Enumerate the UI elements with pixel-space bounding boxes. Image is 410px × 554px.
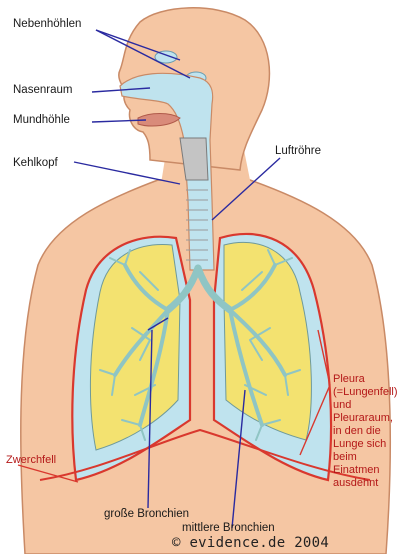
copyright-footer: © evidence.de 2004 [172,537,329,550]
label-nasenraum: Nasenraum [13,84,72,97]
pleura-line: Lunge sich [333,438,408,451]
label-grosse-bronchien: große Bronchien [104,508,189,521]
label-pleura: Pleura (=Lungenfell) und Pleuraraum, in … [333,373,408,490]
pleura-line: beim [333,451,408,464]
pleura-line: in den die [333,425,408,438]
label-kehlkopf: Kehlkopf [13,157,58,170]
label-mundhoehle: Mundhöhle [13,114,70,127]
pleura-line: Einatmen [333,464,408,477]
pleura-line: Pleuraraum, [333,412,408,425]
pleura-line: Pleura [333,373,408,386]
pleura-line: und [333,399,408,412]
pleura-line: ausdehnt [333,477,408,490]
label-mittlere-bronchien: mittlere Bronchien [182,522,275,535]
pleura-line: (=Lungenfell) [333,386,408,399]
label-luftroehre: Luftröhre [275,145,321,158]
label-nebenhoehlen: Nebenhöhlen [13,18,81,31]
label-zwerchfell: Zwerchfell [6,454,56,467]
